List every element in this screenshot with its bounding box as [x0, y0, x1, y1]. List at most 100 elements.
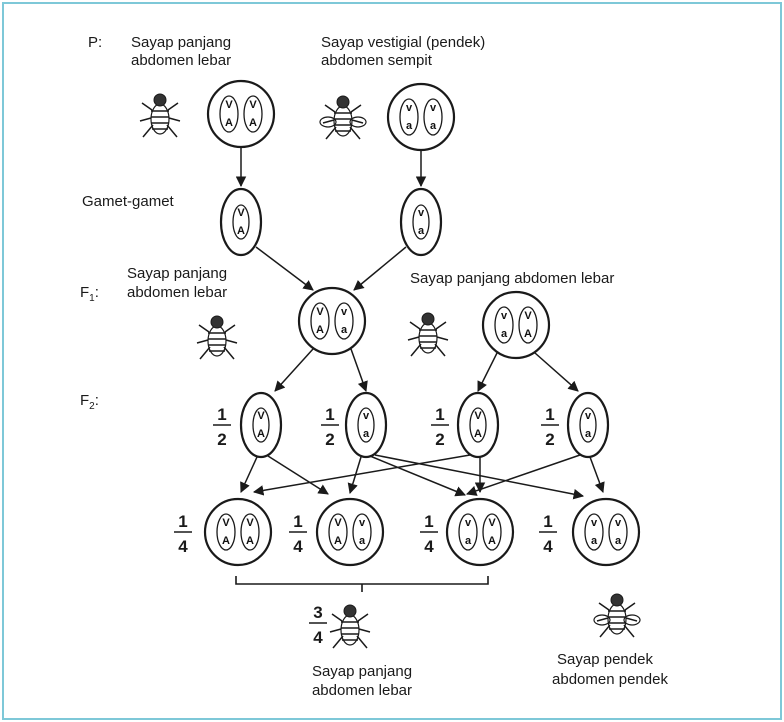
summary-long-caption-2: abdomen lebar — [312, 682, 412, 699]
fraction-denominator: 4 — [313, 628, 323, 647]
allele: V — [222, 517, 230, 529]
allele: a — [615, 535, 622, 547]
allele: V — [316, 306, 324, 318]
fraction-numerator: 1 — [435, 405, 444, 424]
f1-left-caption-2: abdomen lebar — [127, 284, 227, 301]
allele: v — [615, 517, 622, 529]
f1-right-caption: Sayap panjang abdomen lebar — [410, 270, 614, 287]
summary-long-fraction: 3 4 — [309, 603, 327, 647]
f2-offspring-cell: 1 4 v a V A — [420, 497, 515, 567]
fly-f1-left-icon — [196, 315, 238, 360]
allele: a — [359, 535, 366, 547]
f2-offspring-cell: 1 4 v a v a — [539, 497, 641, 567]
group-bracket — [235, 576, 489, 592]
f2-offspring-cell: 1 4 V A V A — [174, 497, 273, 567]
allele: v — [418, 207, 425, 219]
allele: a — [418, 225, 425, 237]
fraction-denominator: 4 — [178, 537, 188, 556]
fraction-denominator: 2 — [217, 430, 226, 449]
f2-gamete-cell: 1 2 V A — [431, 391, 500, 459]
summary-short-caption-1: Sayap pendek — [557, 651, 653, 668]
allele: a — [430, 120, 437, 132]
parent-right-caption-2: abdomen sempit — [321, 52, 433, 69]
allele: A — [222, 535, 230, 547]
fraction-denominator: 4 — [543, 537, 553, 556]
fraction-denominator: 2 — [545, 430, 554, 449]
gamete-right-cell: v a — [399, 187, 443, 257]
allele: V — [524, 310, 532, 322]
f1-left-cell: V A v a — [297, 286, 367, 356]
allele: A — [257, 428, 265, 440]
fraction-numerator: 3 — [313, 603, 322, 622]
fraction-numerator: 1 — [178, 512, 187, 531]
allele: V — [334, 517, 342, 529]
f2-gamete-cell: 1 2 v a — [541, 391, 610, 459]
allele: v — [341, 306, 348, 318]
summary-long-caption-1: Sayap panjang — [312, 663, 412, 680]
allele: A — [334, 535, 342, 547]
label-f1: F1: — [80, 284, 99, 304]
summary-short-caption-2: abdomen pendek — [552, 671, 668, 688]
fraction-numerator: 1 — [543, 512, 552, 531]
parent-right-caption-1: Sayap vestigial (pendek) — [321, 34, 485, 51]
allele: V — [257, 410, 265, 422]
fly-summary-short-icon — [593, 593, 641, 638]
allele: a — [341, 324, 348, 336]
allele: a — [585, 428, 592, 440]
arrow — [255, 246, 314, 291]
cross-arrows — [240, 454, 605, 500]
fraction-denominator: 4 — [293, 537, 303, 556]
allele: V — [474, 410, 482, 422]
allele: A — [246, 535, 254, 547]
allele: A — [249, 117, 257, 129]
allele: v — [501, 310, 508, 322]
arrow — [353, 246, 407, 291]
allele: V — [225, 99, 233, 111]
allele: A — [237, 225, 245, 237]
fraction-denominator: 2 — [325, 430, 334, 449]
fraction-numerator: 1 — [217, 405, 226, 424]
allele: v — [363, 410, 370, 422]
allele: a — [465, 535, 472, 547]
allele: v — [430, 102, 437, 114]
gamete-left-cell: V A — [219, 187, 263, 257]
allele: a — [406, 120, 413, 132]
allele: A — [524, 328, 532, 340]
arrow — [350, 348, 368, 392]
fraction-numerator: 1 — [325, 405, 334, 424]
f2-gamete-cell: 1 2 V A — [213, 391, 283, 459]
allele: A — [488, 535, 496, 547]
allele: V — [237, 207, 245, 219]
allele: v — [585, 410, 592, 422]
allele: v — [406, 102, 413, 114]
arrow — [274, 348, 314, 392]
fly-summary-long-icon — [329, 604, 371, 649]
parent-right-cell: v a v a — [386, 82, 456, 152]
parent-left-caption-1: Sayap panjang — [131, 34, 231, 51]
allele: A — [316, 324, 324, 336]
parent-left-caption-2: abdomen lebar — [131, 52, 231, 69]
allele: v — [465, 517, 472, 529]
label-gametes: Gamet-gamet — [82, 193, 175, 210]
arrow — [534, 352, 579, 392]
f1-left-caption-1: Sayap panjang — [127, 265, 227, 282]
allele: V — [246, 517, 254, 529]
fly-long-wing-icon — [139, 93, 181, 138]
parent-left-cell: V A V A — [206, 79, 276, 149]
allele: a — [591, 535, 598, 547]
allele: A — [474, 428, 482, 440]
allele: a — [363, 428, 370, 440]
label-f2: F2: — [80, 392, 99, 412]
fraction-numerator: 1 — [424, 512, 433, 531]
fly-vestigial-wing-icon — [319, 95, 367, 140]
f2-offspring-cell: 1 4 V A v a — [289, 497, 385, 567]
fraction-denominator: 2 — [435, 430, 444, 449]
label-p: P: — [88, 34, 102, 51]
allele: A — [225, 117, 233, 129]
f2-gamete-cell: 1 2 v a — [321, 391, 388, 459]
f1-right-cell: v a V A — [481, 290, 551, 360]
allele: v — [591, 517, 598, 529]
arrow — [477, 352, 498, 392]
